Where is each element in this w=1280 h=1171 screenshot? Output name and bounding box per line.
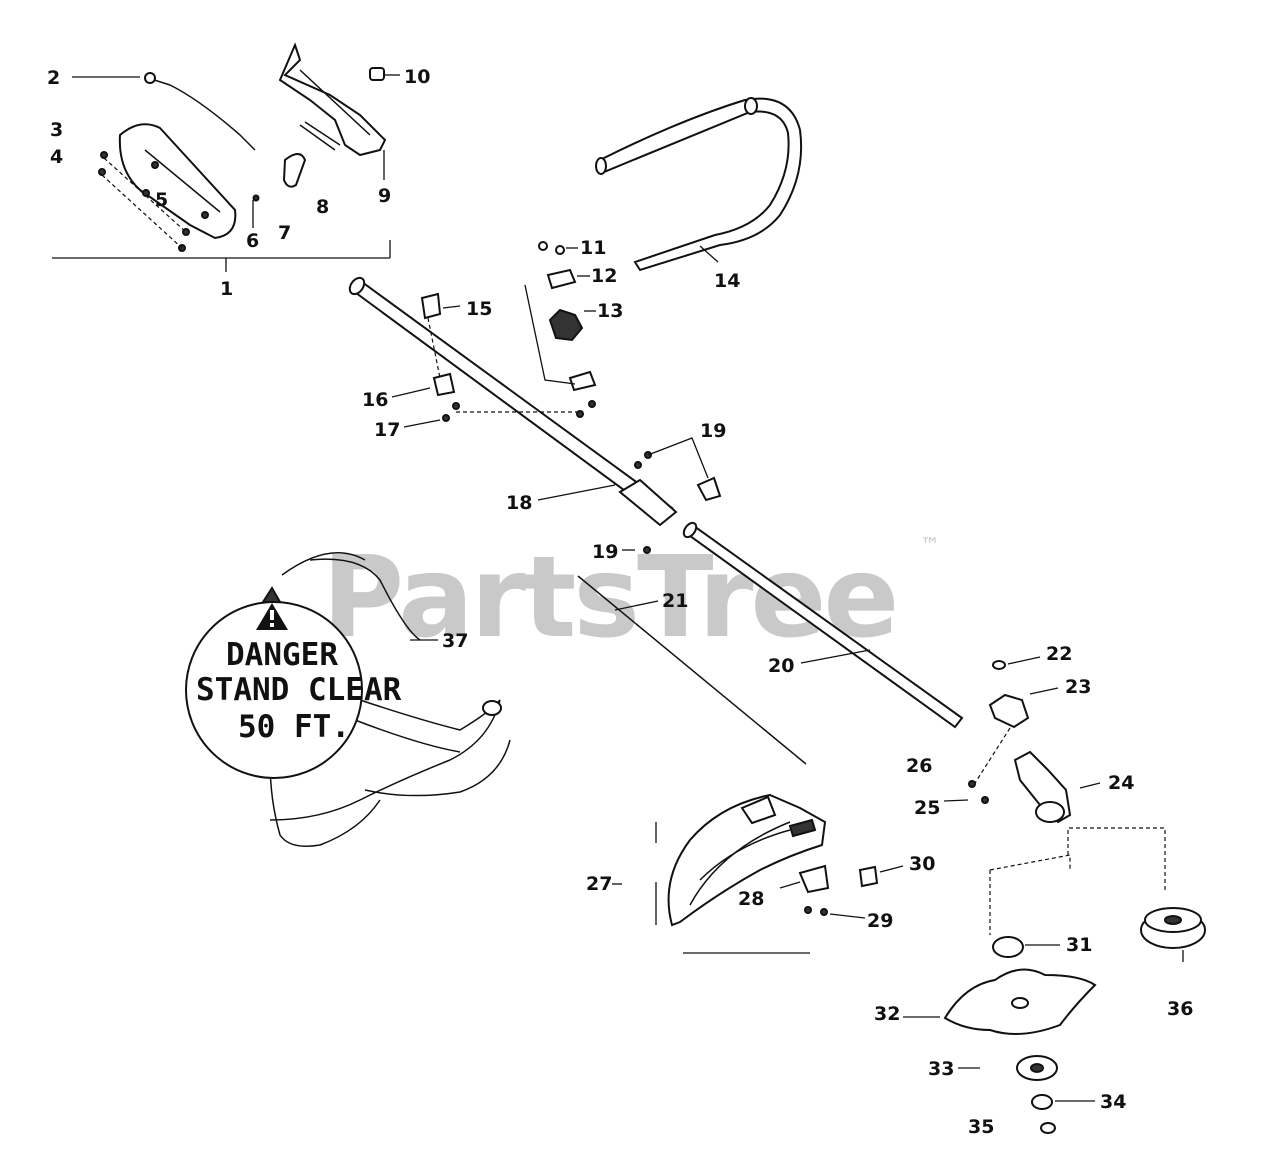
callout-19a: 19 bbox=[700, 420, 726, 442]
callout-26: 26 bbox=[906, 755, 932, 777]
callout-9: 9 bbox=[378, 185, 391, 207]
callout-7: 7 bbox=[278, 222, 291, 244]
callout-8: 8 bbox=[316, 196, 329, 218]
callout-28: 28 bbox=[738, 888, 764, 910]
callout-23: 23 bbox=[1065, 676, 1091, 698]
callout-11: 11 bbox=[580, 237, 606, 259]
callout-3: 3 bbox=[50, 119, 63, 141]
callout-1: 1 bbox=[220, 278, 233, 300]
callout-32: 32 bbox=[874, 1003, 900, 1025]
callout-12: 12 bbox=[591, 265, 617, 287]
assist-handle-assembly bbox=[524, 97, 803, 392]
callout-35: 35 bbox=[968, 1116, 994, 1138]
harness-and-decal: DANGER STAND CLEAR 50 FT. bbox=[185, 552, 511, 847]
callout-5: 5 bbox=[155, 189, 168, 211]
danger-line3: 50 FT. bbox=[238, 709, 350, 745]
callout-34: 34 bbox=[1100, 1091, 1126, 1113]
callout-15: 15 bbox=[466, 298, 492, 320]
gearhead-assembly bbox=[943, 656, 1101, 824]
lower-shaft-assembly bbox=[577, 521, 964, 765]
callout-17: 17 bbox=[374, 419, 400, 441]
callout-16: 16 bbox=[362, 389, 388, 411]
upper-shaft-assembly bbox=[348, 276, 722, 554]
callout-14: 14 bbox=[714, 270, 740, 292]
callout-10: 10 bbox=[404, 66, 430, 88]
watermark-trademark: ™ bbox=[920, 533, 940, 557]
callout-6: 6 bbox=[246, 230, 259, 252]
callout-labels: 1 2 3 4 5 6 7 8 9 10 11 12 13 14 15 16 1… bbox=[47, 66, 1193, 1138]
callout-19b: 19 bbox=[592, 541, 618, 563]
callout-18: 18 bbox=[506, 492, 532, 514]
callout-36: 36 bbox=[1167, 998, 1193, 1020]
guard-assembly bbox=[612, 793, 904, 954]
callout-29: 29 bbox=[867, 910, 893, 932]
callout-30: 30 bbox=[909, 853, 935, 875]
callout-25: 25 bbox=[914, 797, 940, 819]
callout-31: 31 bbox=[1066, 934, 1092, 956]
watermark-text: PartsTree bbox=[322, 533, 896, 663]
callout-20: 20 bbox=[768, 655, 794, 677]
callout-21: 21 bbox=[662, 590, 688, 612]
danger-line1: DANGER bbox=[226, 637, 338, 673]
callout-4: 4 bbox=[50, 146, 63, 168]
callout-22: 22 bbox=[1046, 643, 1072, 665]
danger-line2: STAND CLEAR bbox=[196, 672, 402, 708]
callout-37: 37 bbox=[442, 630, 468, 652]
callout-24: 24 bbox=[1108, 772, 1134, 794]
handle-assembly bbox=[52, 42, 400, 272]
callout-33: 33 bbox=[928, 1058, 954, 1080]
callout-2: 2 bbox=[47, 67, 60, 89]
callout-27: 27 bbox=[586, 873, 612, 895]
cutting-head-assembly bbox=[903, 827, 1206, 1134]
callout-13: 13 bbox=[597, 300, 623, 322]
